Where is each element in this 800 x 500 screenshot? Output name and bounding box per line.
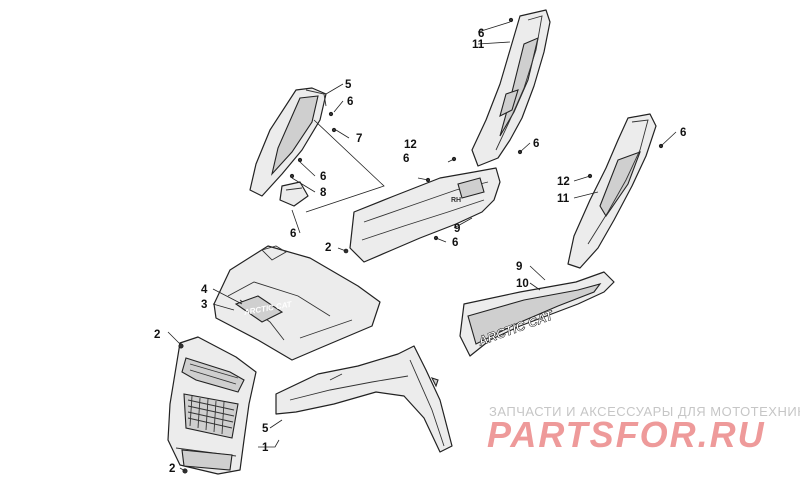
callout-3: 3	[201, 299, 207, 311]
callout-6-cover: 6	[320, 171, 326, 183]
front-nose-grille	[167, 336, 257, 475]
callout-6-tall-panel: 6	[478, 28, 484, 40]
tall-side-panel	[471, 9, 551, 167]
callout-12-frame: 12	[404, 139, 417, 151]
callout-5-upper: 5	[345, 79, 352, 91]
callout-9-panel: 9	[516, 261, 522, 273]
rear-side-panel	[567, 113, 657, 269]
callout-labels: 1 2 2 2 3 4 5 5 6 6 6 6 6 6 6 6 7 8 8 9 …	[154, 28, 686, 475]
callout-7: 7	[356, 133, 362, 145]
callout-6-rear-panel: 6	[680, 127, 686, 139]
hood-panel: ARCTIC CAT	[213, 245, 381, 361]
callout-1: 1	[262, 442, 269, 454]
side-tag-text: RH	[451, 197, 461, 204]
watermark-tagline: ЗАПЧАСТИ И АКСЕССУАРЫ ДЛЯ МОТОТЕХНИКИ	[489, 404, 800, 419]
callout-6-cover-top: 6	[347, 96, 353, 108]
callout-6-frame-top: 6	[403, 153, 409, 165]
callout-9-frame: 9	[454, 223, 460, 235]
hood-decal	[234, 295, 284, 323]
callout-11-rear: 11	[557, 193, 570, 205]
callout-10: 10	[516, 278, 529, 290]
front-fender	[275, 345, 453, 453]
callout-6-frame-bottom: 6	[452, 237, 458, 249]
callout-2-grille-top: 2	[154, 329, 160, 341]
callout-6-tall-panel-lower: 6	[533, 138, 539, 150]
right-side-frame: RH	[349, 167, 501, 263]
callout-11-tall: 11	[472, 39, 485, 51]
callout-6-bracket: 6	[290, 228, 296, 240]
callout-2-grille-bottom: 2	[169, 463, 175, 475]
leader-lines	[167, 21, 677, 472]
callout-2-frame: 2	[325, 242, 331, 254]
watermark-brand-logo: PARTSFOR.RU	[487, 414, 766, 455]
callout-5-lower: 5	[262, 423, 269, 435]
callout-4: 4	[201, 284, 208, 296]
side-panel-decal	[467, 283, 602, 345]
lower-side-panel: ARCTIC CAT	[459, 271, 615, 357]
upper-side-cover	[249, 87, 385, 213]
callout-12-rear: 12	[557, 176, 570, 188]
callout-8-lower: 8	[320, 187, 327, 199]
